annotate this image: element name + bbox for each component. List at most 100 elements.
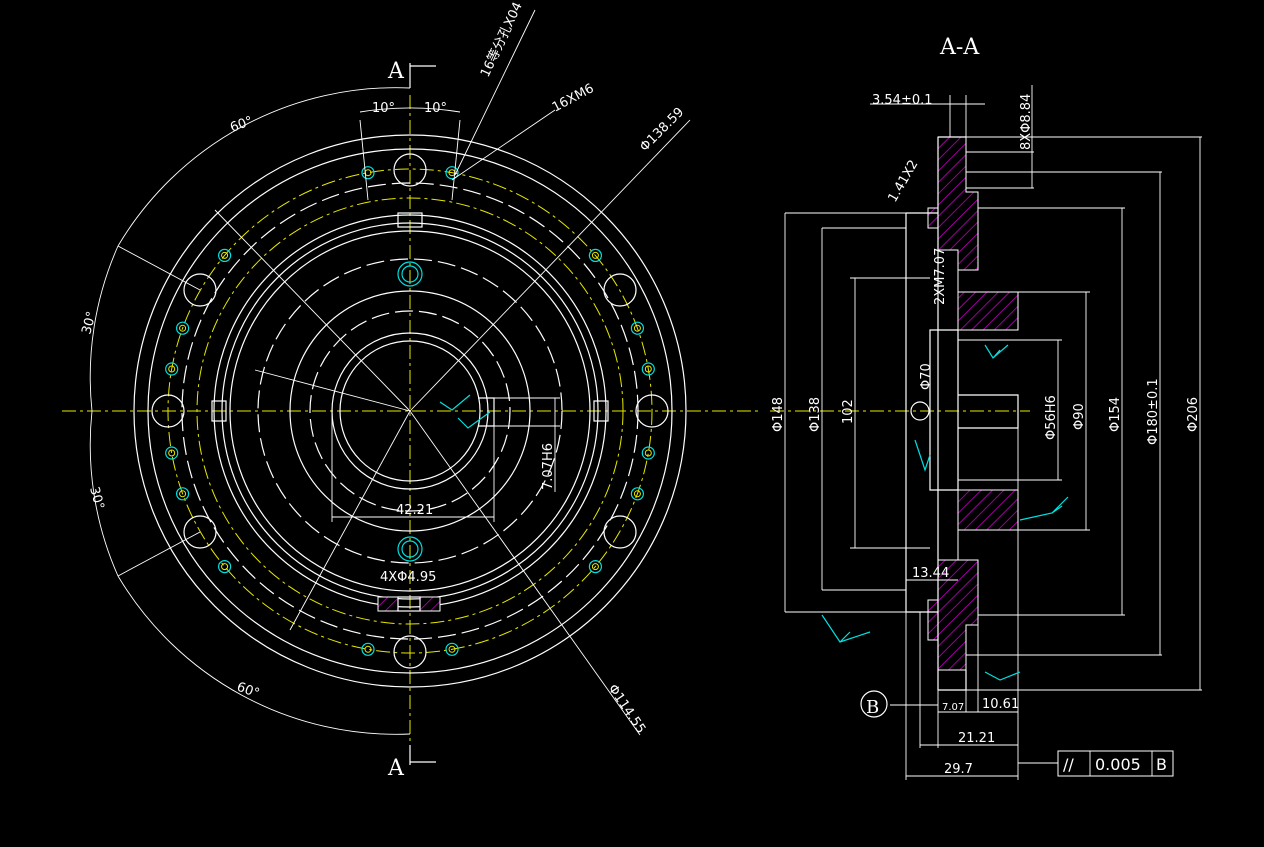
leader-note-holes (454, 9, 536, 176)
bolt-circle-inner (196, 197, 624, 625)
flange-circle-3 (229, 230, 591, 592)
dim-29-7-label: 29.7 (944, 762, 973, 777)
dia-114-55-label: Φ114.55 (605, 682, 649, 737)
angle-label-30-lower: 30° (86, 485, 106, 511)
small-bolt-hole-center (591, 251, 599, 259)
small-bolt-hole-center (364, 645, 372, 653)
small-bolt-hole-center (644, 365, 652, 373)
section-mark-bottom-line (409, 745, 436, 765)
small-bolt-hole-center (448, 645, 456, 653)
hidden-circle-3 (309, 310, 511, 512)
angle-ext-1 (359, 119, 369, 201)
small-bolt-hole-center (168, 365, 176, 373)
inner-holes (397, 261, 423, 562)
small-bolt-hole (176, 487, 190, 501)
small-bolt-hole (218, 559, 232, 574)
small-bolt-hole-center (179, 324, 187, 332)
small-bolt-hole (218, 248, 232, 262)
fcf-symbol: // (1063, 755, 1074, 774)
thread-2x-label: 2XM7.07 (933, 248, 948, 305)
dim-42-21-label: 42.21 (396, 503, 433, 518)
angle-ext-4 (117, 531, 201, 577)
arc-60-top (117, 87, 411, 247)
angle-label-30-upper: 30° (79, 310, 99, 336)
keyway (478, 397, 495, 427)
section-view (439, 85, 1202, 780)
angle-label-60-top: 60° (228, 114, 255, 136)
holes-4x-label: 4XΦ4.95 (380, 570, 436, 585)
hatch-top (927, 136, 1019, 331)
small-bolt-hole (361, 642, 375, 656)
section-mark-top-line (409, 63, 436, 88)
leader-138 (409, 119, 691, 412)
fcf-frame (1057, 750, 1174, 777)
dia-138-59-label: Φ138.59 (637, 105, 687, 155)
arc-10deg (359, 107, 461, 113)
dia-154-label: Φ154 (1108, 397, 1123, 432)
angle-ext-2 (451, 119, 461, 201)
small-bolt-hole-center (221, 563, 229, 571)
dia-148-label: Φ148 (771, 397, 786, 432)
front-view (62, 9, 760, 765)
angle-ext-3 (117, 245, 201, 291)
leader-thread (451, 109, 556, 181)
dia-138-label: Φ138 (808, 397, 823, 432)
hidden-circle-1 (181, 182, 639, 640)
note-holes-label: 16等分孔X04 (477, 0, 526, 80)
small-bolt-hole (165, 362, 179, 376)
small-bolt-hole-center (644, 449, 652, 457)
section-ext-lines (785, 103, 1202, 691)
slot-top (397, 212, 423, 228)
dia-206-label: Φ206 (1186, 397, 1201, 432)
thread-label: 16XM6 (550, 81, 597, 115)
section-left-face (905, 212, 938, 613)
dim-13-44-label: 13.44 (912, 566, 949, 581)
datum-b-circle (860, 690, 888, 718)
dim-7-07h6-label: 7.07H6 (541, 443, 556, 490)
radial-line-1 (214, 209, 411, 412)
small-bolt-hole (641, 446, 655, 460)
small-bolt-hole-center (179, 490, 187, 498)
radial-line-2 (289, 410, 411, 631)
dia-56h6-label: Φ56H6 (1044, 395, 1059, 440)
large-holes (151, 153, 669, 669)
section-mark-bottom: A (387, 756, 405, 781)
bore-circle-2 (339, 340, 481, 482)
leader-114 (409, 410, 641, 736)
section-title: A-A (939, 35, 980, 60)
dia-90-label: Φ90 (1072, 403, 1087, 430)
section-center-hole (910, 401, 930, 421)
small-bolt-hole (588, 559, 603, 574)
small-bolt-hole (588, 248, 603, 262)
angle-label-10-right: 10° (424, 101, 447, 116)
outer-rim-circle-2 (147, 148, 673, 674)
radial-line-3 (254, 369, 411, 412)
dim-102-label: 102 (841, 399, 856, 424)
hub-circle (289, 290, 531, 532)
roughness-symbols (439, 344, 1069, 681)
small-bolt-hole (445, 642, 459, 656)
small-bolt-hole-center (168, 449, 176, 457)
small-bolt-hole (361, 166, 375, 180)
slot-bottom-right-hatch (419, 596, 441, 612)
slot-right (593, 400, 609, 422)
fcf-datum: B (1156, 755, 1167, 774)
slot-bottom-left-hatch (377, 596, 399, 612)
section-bore (929, 329, 959, 491)
small-bolt-hole-center (221, 251, 229, 259)
section-mark-top: A (387, 59, 405, 84)
small-bolt-hole-center (633, 324, 641, 332)
small-bolt-hole (630, 487, 645, 501)
outer-rim-circle (133, 134, 687, 688)
section-hub (958, 394, 1019, 429)
chamfer-label: 1.41X2 (885, 158, 921, 205)
dim-7-07-label: 7.07 (942, 702, 964, 713)
small-bolt-hole (165, 446, 179, 460)
dim-10-61-label: 10.61 (982, 697, 1019, 712)
slot-bottom (397, 596, 421, 612)
dia-180-label: Φ180±0.1 (1146, 378, 1161, 445)
dim-21-21-label: 21.21 (958, 731, 995, 746)
slot-left (211, 400, 227, 422)
small-bolt-hole (641, 362, 655, 376)
